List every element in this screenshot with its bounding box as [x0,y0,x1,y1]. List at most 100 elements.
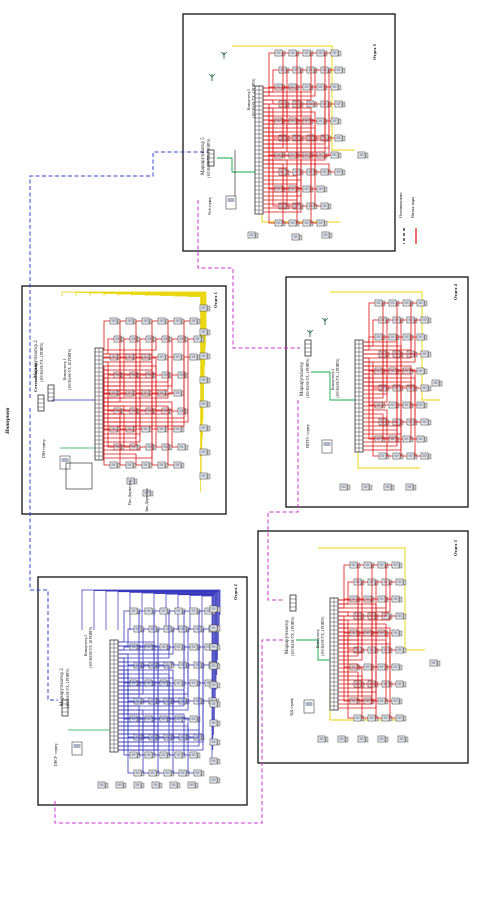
pc-screen-icon [135,627,140,631]
dept2-side-pc-icon [209,719,221,727]
dept4-bottom-pc-icon [339,483,351,491]
dept5-pc-icon [306,66,318,74]
dept3-switch-spec: (100 BASE-TX, 4 PORTS) [321,616,325,656]
pc-screen-icon [318,153,323,157]
dept2-side-pc-icon [209,681,221,689]
pc-screen-icon [332,85,337,89]
pc-screen-icon [393,597,398,601]
pc-tower-icon [361,647,365,654]
dept2-pc-icon [174,607,186,615]
pc-screen-icon [165,735,170,739]
pc-screen-icon [422,420,427,424]
dept1-side-pc-icon [199,472,211,480]
pc-tower-icon [385,562,389,569]
dept3-pc-icon [377,697,389,705]
pc-tower-icon [424,402,428,409]
pc-tower-icon [217,644,221,651]
pc-screen-icon [206,645,211,649]
dept3-pc-icon [363,595,375,603]
pc-tower-icon [357,562,361,569]
pc-tower-icon [391,484,395,491]
pc-screen-icon [211,645,216,649]
pc-screen-icon [276,221,281,225]
pc-tower-icon [389,613,393,620]
pc-screen-icon [280,204,285,208]
dept2-pc-icon [159,679,171,687]
dept1-pc-link [103,320,110,351]
pc-screen-icon [422,386,427,390]
dept2-pc-icon [159,607,171,615]
dept4-pc-icon [416,299,428,307]
dept1-switch [94,347,104,461]
pc-screen-icon [195,337,200,341]
pc-tower-icon [403,715,407,722]
pc-screen-icon [201,426,206,430]
dept3-pc-icon [349,561,361,569]
pc-tower-icon [286,101,290,108]
dept1-pc-link [103,338,114,355]
pc-screen-icon [201,450,206,454]
dept5-pc-icon [274,83,286,91]
pc-tower-icon [400,351,404,358]
pc-tower-icon [428,453,432,460]
dept5-pc-link [263,103,335,149]
pc-tower-icon [345,736,349,743]
dept1-pc-icon [141,389,153,397]
dept4-pc-icon [416,333,428,341]
dept2-pc-link [118,725,194,774]
dept5-pc-link [263,154,331,161]
pc-screen-icon [355,648,360,652]
pc-tower-icon [399,562,403,569]
dept3-pc-link [338,623,392,634]
dept5-router [207,149,215,167]
pc-tower-icon [365,736,369,743]
dept2-pc-link [118,682,205,747]
pc-tower-icon [400,317,404,324]
pc-screen-icon [397,580,402,584]
dept5-pc-icon [306,168,318,176]
pc-screen-icon [206,681,211,685]
pc-screen-icon [418,403,423,407]
dept2-router-spec: (100 BASE-TX, 4 PORTS) [66,668,70,708]
pc-tower-icon [207,329,211,336]
dept1-pc-icon [109,461,121,469]
pc-tower-icon [342,67,346,74]
dept1-pc-icon [161,371,173,379]
pc-tower-icon [428,419,432,426]
dept1-pc-link [103,428,142,447]
dept1-frame [21,285,227,515]
dept5-pc-icon [302,83,314,91]
pc-screen-icon [290,153,295,157]
pc-tower-icon [375,579,379,586]
pc-screen-icon [397,716,402,720]
dept5-switch-label: Коммутатор 5 [247,88,251,110]
pc-tower-icon [428,351,432,358]
dept2-pc-icon [148,769,160,777]
pc-screen-icon [180,735,185,739]
dept5-label: Отдел 5 [372,44,377,60]
pc-tower-icon [286,169,290,176]
pc-tower-icon [414,317,418,324]
pc-screen-icon [332,119,337,123]
pc-tower-icon [329,232,333,239]
pc-screen-icon [111,355,116,359]
pc-screen-icon [304,119,309,123]
pc-tower-icon [400,453,404,460]
dept1-router-label: Маршрутизатор 2 [34,340,39,378]
dept2-pc-link [118,641,160,756]
dept4-pc-icon [378,384,390,392]
pc-screen-icon [191,717,196,721]
pc-screen-icon [111,427,116,431]
antenna-wave [306,329,314,334]
dept4-pc-link [363,417,393,457]
dept1-pc-link [103,409,178,448]
dept2-pc-link [118,677,134,774]
pc-screen-icon [180,771,185,775]
pc-screen-icon [380,318,385,322]
dept5-pc-link [263,167,293,207]
dept4-pc-icon [392,316,404,324]
pc-screen-icon [294,136,299,140]
pc-screen-icon [322,170,327,174]
pc-tower-icon [410,334,414,341]
dept1-pc-link [103,392,174,399]
